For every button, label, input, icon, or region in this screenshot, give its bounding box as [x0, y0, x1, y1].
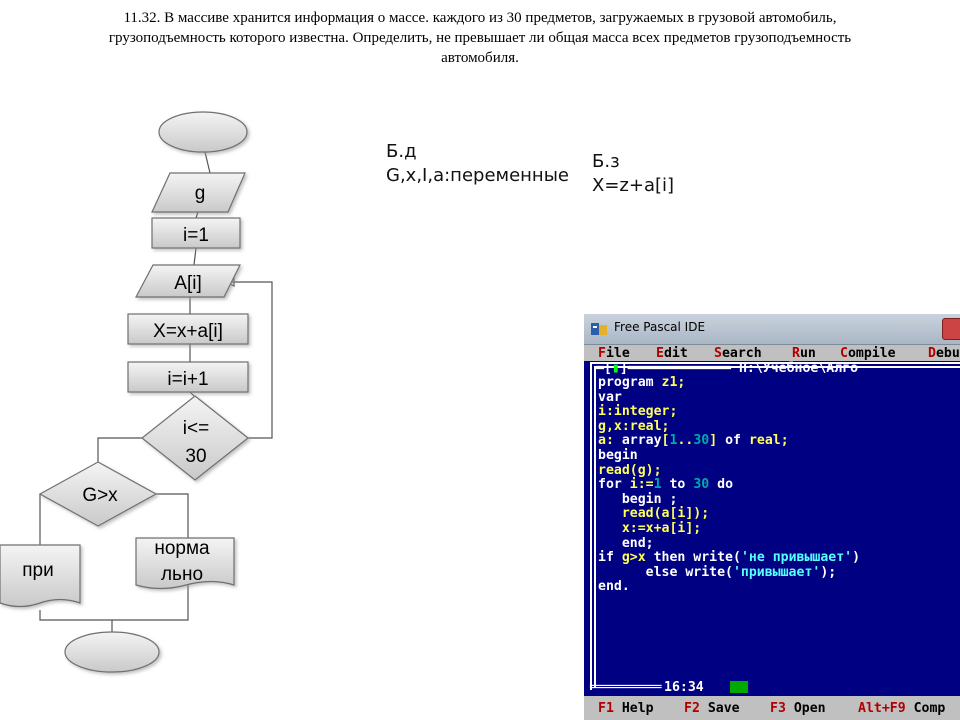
editor-frame-outer: [590, 362, 960, 690]
loop-condition-decision: [141, 395, 249, 481]
window-close-marker[interactable]: ▮: [611, 361, 620, 376]
hotkey-open[interactable]: F3 Open: [770, 701, 826, 716]
accumulate-block: [127, 313, 249, 345]
menu-file[interactable]: File: [598, 346, 630, 361]
hotkey-compile[interactable]: Alt+F9 Comp: [858, 701, 946, 716]
task-line-2: грузоподъемность которого известна. Опре…: [108, 30, 852, 46]
end-terminal: [64, 631, 160, 673]
ide-title-bar[interactable]: Free Pascal IDE: [584, 314, 960, 345]
ide-hotkey-bar: F1 Help F2 Save F3 Open Alt+F9 Comp: [584, 696, 960, 720]
ide-title-text: Free Pascal IDE: [614, 320, 706, 334]
output-right-document: [135, 537, 235, 590]
app-icon[interactable]: [590, 321, 608, 337]
start-terminal: [158, 111, 248, 153]
input-a-block: [135, 264, 241, 298]
accumulate-label: X=x+a[i]: [153, 321, 223, 342]
status-indicator: [730, 681, 748, 693]
task-line-3: автомобиля.: [441, 50, 519, 66]
init-block: [151, 217, 241, 249]
menu-debug[interactable]: Debu: [928, 346, 960, 361]
output-left-document: [0, 544, 81, 608]
menu-search[interactable]: Search: [714, 346, 762, 361]
increment-block: [127, 361, 249, 393]
menu-edit[interactable]: Edit: [656, 346, 688, 361]
flowchart-connectors: [39, 151, 273, 632]
data-notes-vars: G,x,I,a:переменные: [386, 165, 569, 186]
output-right-label-1: норма: [154, 538, 210, 559]
ide-menu-bar: File Edit Search Run Compile Debu: [584, 345, 960, 361]
input-g-label: g: [195, 183, 206, 204]
compare-decision: [38, 461, 158, 527]
editor-frame-inner: [594, 366, 960, 688]
editor-code[interactable]: program z1; var i:integer; g,x:real; a: …: [598, 375, 861, 595]
task-line-1: 11.32. В массиве хранится информация о м…: [123, 10, 837, 26]
menu-compile[interactable]: Compile: [840, 346, 896, 361]
data-notes-title: Б.д: [386, 141, 417, 162]
knowledge-notes: Б.з X=z+a[i]: [592, 150, 674, 198]
knowledge-notes-title: Б.з: [592, 151, 620, 172]
compare-label: G>x: [82, 485, 118, 506]
close-icon[interactable]: [942, 318, 960, 340]
input-g-block: [151, 172, 246, 213]
loop-condition-label-1: i<=: [183, 418, 209, 439]
editor-file-path: H:\Учебное\Алго: [738, 361, 859, 376]
increment-label: i=i+1: [167, 369, 208, 390]
menu-run[interactable]: Run: [792, 346, 816, 361]
init-label: i=1: [183, 225, 209, 246]
editor-frame-title: ═[▮]═════════════ H:\Учебное\Алго: [596, 361, 859, 376]
output-right-label-2: льно: [161, 564, 203, 585]
output-left-label: при: [22, 560, 53, 581]
pascal-ide-window: Free Pascal IDE File Edit Search Run Com…: [584, 314, 960, 720]
knowledge-notes-formula: X=z+a[i]: [592, 175, 675, 196]
task-statement: 11.32. В массиве хранится информация о м…: [0, 8, 960, 68]
loop-condition-label-2: 30: [185, 446, 206, 467]
cursor-position: 16:34: [664, 680, 704, 695]
hotkey-help[interactable]: F1 Help: [598, 701, 654, 716]
hotkey-save[interactable]: F2 Save: [684, 701, 740, 716]
editor-status-line: ═════════ 16:34: [590, 680, 960, 695]
data-notes: Б.д G,x,I,a:переменные: [386, 140, 569, 188]
input-a-label: A[i]: [174, 273, 201, 294]
flowchart: g i=1 A[i] X=x+a[i] i=i+1 i<= 30 G>x при…: [0, 111, 273, 673]
